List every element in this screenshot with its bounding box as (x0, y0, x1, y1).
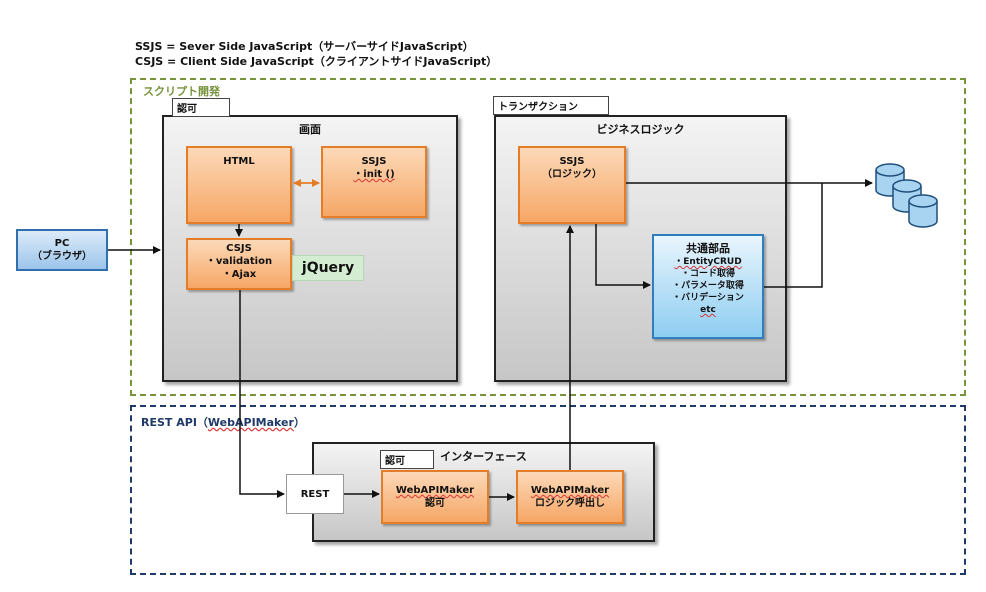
html-label: HTML (223, 156, 255, 167)
pc-label: PC (54, 238, 70, 249)
html-box: HTML (186, 146, 292, 224)
database-icon (875, 163, 938, 228)
common-item-etc: etc (700, 305, 716, 315)
logic-ssjs-subtitle: （ロジック） (542, 169, 602, 180)
interface-auth-tag: 認可 (380, 450, 434, 469)
business-logic-title: ビジネスロジック (596, 123, 685, 136)
common-item-entitycrud: ・EntityCRUD (674, 257, 742, 267)
webapimaker-auth-title: WebAPIMaker (395, 485, 475, 496)
script-development-region (130, 78, 966, 396)
webapimaker-logic-box: WebAPIMaker ロジック呼出し (516, 470, 624, 524)
csjs-to-rest-arrow (239, 290, 285, 498)
screen-auth-tag: 認可 (172, 98, 230, 117)
screen-ssjs-item: ・init () (353, 169, 395, 180)
common-to-database-line (764, 183, 823, 288)
screen-ssjs-title: SSJS (361, 156, 387, 167)
ssjs-to-common-arrow (595, 224, 651, 289)
rest-box: REST (286, 474, 344, 514)
logic-ssjs-box: SSJS （ロジック） (518, 146, 626, 224)
rest-api-label: REST API（WebAPIMaker） (141, 416, 305, 429)
common-item-code: ・コード取得 (680, 269, 735, 279)
csjs-definition: CSJS = Client Side JavaScript（クライアントサイドJ… (135, 55, 498, 68)
screen-ssjs-box: SSJS ・init () (321, 146, 427, 218)
rest-api-region (130, 405, 966, 575)
webapimaker-auth-box: WebAPIMaker 認可 (381, 470, 489, 524)
common-item-parameter: ・パラメータ取得 (672, 281, 744, 291)
common-item-validation: ・バリデーション (672, 293, 744, 303)
logic-ssjs-title: SSJS (559, 156, 585, 167)
csjs-title: CSJS (226, 243, 252, 254)
transaction-tag: トランザクション (493, 96, 609, 115)
webapimaker-auth-subtitle: 認可 (425, 498, 445, 509)
screen-panel-title: 画面 (299, 123, 321, 136)
csjs-item-validation: ・validation (205, 256, 273, 267)
webapimaker-logic-title: WebAPIMaker (530, 485, 610, 496)
common-parts-title: 共通部品 (686, 242, 730, 255)
jquery-label: jQuery (292, 255, 364, 281)
csjs-box: CSJS ・validation ・Ajax (186, 238, 292, 290)
webapimaker-logic-subtitle: ロジック呼出し (535, 498, 605, 509)
csjs-item-ajax: ・Ajax (221, 269, 257, 280)
common-parts-box: 共通部品 ・EntityCRUD ・コード取得 ・パラメータ取得 ・バリデーショ… (652, 234, 764, 339)
pc-browser-box: PC （ブラウザ） (16, 229, 108, 271)
script-development-label: スクリプト開発 (143, 85, 220, 98)
browser-label: （ブラウザ） (32, 251, 92, 262)
interface-title: インターフェース (440, 450, 527, 463)
ssjs-definition: SSJS = Sever Side JavaScript（サーバーサイドJava… (135, 40, 474, 53)
